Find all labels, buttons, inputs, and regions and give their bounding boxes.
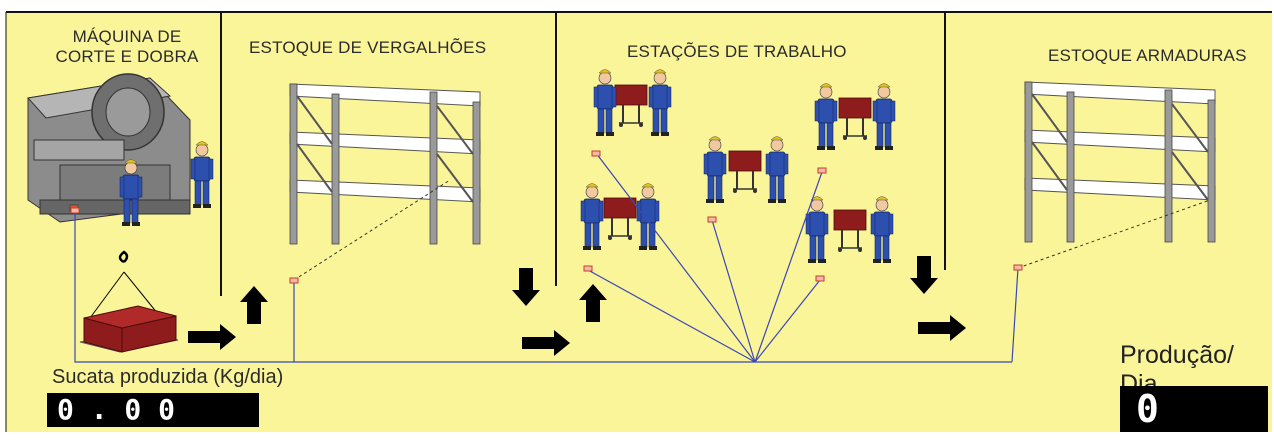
- workstations-title: ESTAÇÕES DE TRABALHO: [627, 42, 847, 61]
- machine-title-line2: CORTE E DOBRA: [55, 47, 199, 66]
- node-markers: [70, 150, 1023, 284]
- section-dividers: [5, 11, 1272, 432]
- dashed-links: [293, 179, 1211, 281]
- assemblies-stock-title: ESTOQUE ARMADURAS: [1048, 46, 1247, 65]
- rebar-stock-title: ESTOQUE DE VERGALHÕES: [249, 38, 487, 57]
- scrap-label: Sucata produzida (Kg/dia): [52, 366, 284, 388]
- machine-title: MÁQUINA DE CORTE E DOBRA: [42, 27, 212, 67]
- scrap-bin-icon: [79, 250, 179, 353]
- cutting-bending-machine-icon: [27, 73, 191, 223]
- production-counter-display: 0: [1120, 386, 1268, 432]
- scrap-counter-display: 0 . 0 0: [47, 393, 259, 427]
- network-links: [74, 152, 1019, 363]
- machine-title-line1: MÁQUINA DE: [72, 27, 182, 46]
